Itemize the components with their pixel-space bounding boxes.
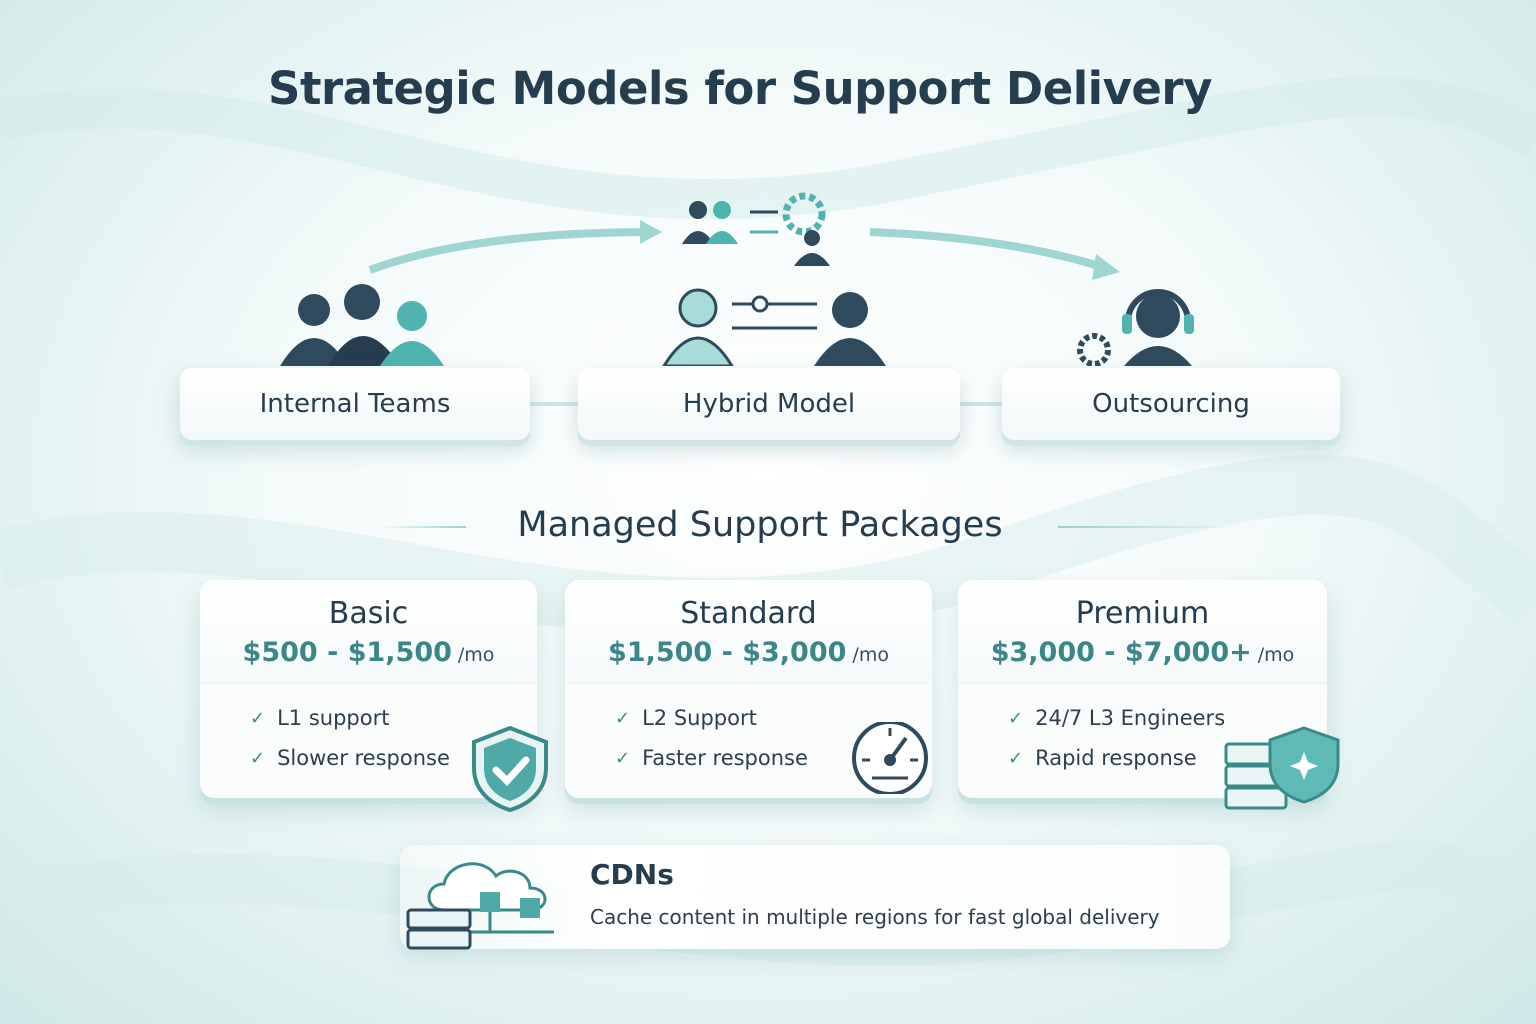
price-unit: /mo xyxy=(457,644,495,666)
check-icon: ✓ xyxy=(1008,707,1024,729)
price-unit: /mo xyxy=(1257,644,1295,666)
feature-item: ✓L1 support xyxy=(250,706,390,730)
package-price: $1,500 - $3,000 xyxy=(608,637,847,668)
model-card-hybrid: Hybrid Model xyxy=(578,368,960,440)
check-icon: ✓ xyxy=(1008,747,1024,769)
cloud-server-icon xyxy=(406,862,554,950)
cdn-description: Cache content in multiple regions for fa… xyxy=(590,905,1160,929)
page-title: Strategic Models for Support Delivery xyxy=(268,62,1212,115)
check-icon: ✓ xyxy=(615,747,631,769)
feature-item: ✓L2 Support xyxy=(615,706,757,730)
package-name: Standard xyxy=(680,596,817,631)
section-title: Managed Support Packages xyxy=(517,505,1003,545)
speedometer-icon xyxy=(852,722,928,794)
package-price: $3,000 - $7,000+ xyxy=(990,637,1252,668)
check-icon: ✓ xyxy=(250,747,266,769)
model-card-outsourcing: Outsourcing xyxy=(1002,368,1340,440)
server-shield-icon xyxy=(1224,726,1340,810)
feature-item: ✓Slower response xyxy=(250,746,450,770)
feature-item: ✓24/7 L3 Engineers xyxy=(1008,706,1226,730)
feature-item: ✓Rapid response xyxy=(1008,746,1197,770)
model-card-internal-teams: Internal Teams xyxy=(180,368,530,440)
check-icon: ✓ xyxy=(615,707,631,729)
model-label: Outsourcing xyxy=(1092,389,1250,419)
price-unit: /mo xyxy=(852,644,889,666)
package-name: Basic xyxy=(328,596,409,631)
divider-right xyxy=(1058,526,1233,528)
check-icon: ✓ xyxy=(250,707,266,729)
package-card-standard: Standard $1,500 - $3,000/mo ✓L2 Support … xyxy=(565,580,932,798)
hybrid-exchange-icon xyxy=(682,192,830,266)
team-icon xyxy=(280,284,444,366)
headset-agent-icon xyxy=(1077,289,1194,366)
cdn-title: CDNs xyxy=(590,858,674,891)
feature-item: ✓Faster response xyxy=(615,746,808,770)
shield-check-icon xyxy=(472,726,548,812)
hybrid-icon xyxy=(662,288,886,366)
package-name: Premium xyxy=(1075,596,1210,631)
divider-left xyxy=(380,526,466,528)
package-price: $500 - $1,500 xyxy=(242,637,452,668)
model-label: Hybrid Model xyxy=(682,389,856,419)
model-label: Internal Teams xyxy=(259,389,451,419)
